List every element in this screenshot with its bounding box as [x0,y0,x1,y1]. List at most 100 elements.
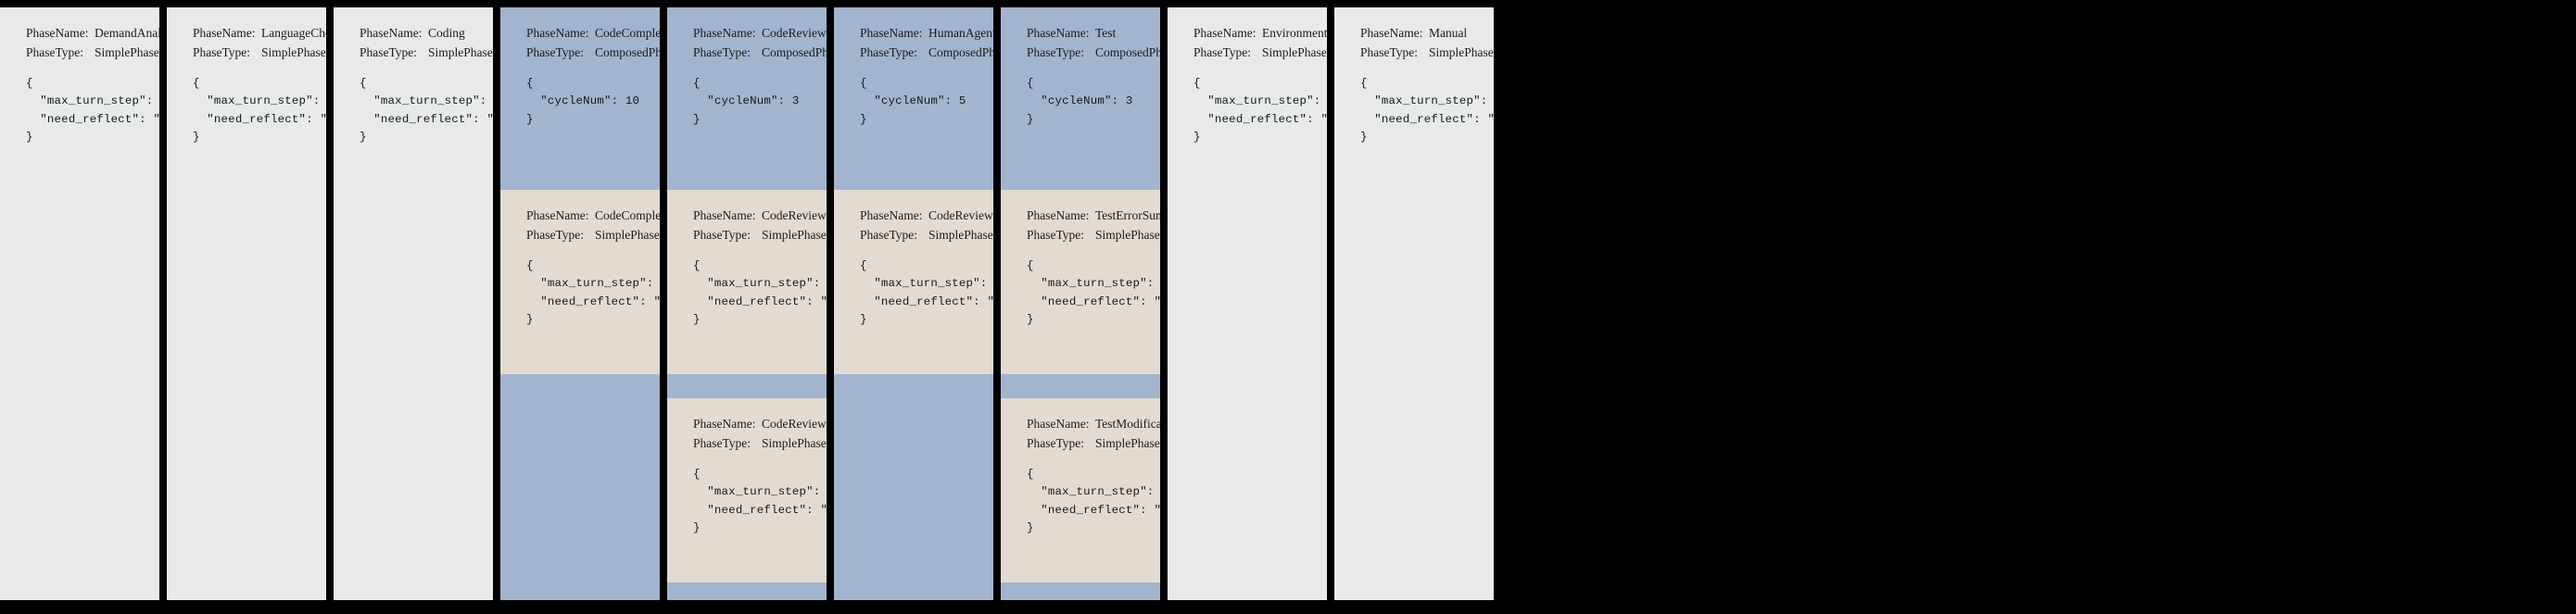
code-review-modification-phase-type-row: PhaseType: SimplePhase [693,434,827,454]
sub-phase-card-code-review-human[interactable]: PhaseName:CodeReviewHumanPhaseType:Simpl… [834,190,993,374]
config-line: } [693,313,701,327]
phase-header-demand-analysis: PhaseName:DemandAnalysisPhaseType:Simple… [0,7,159,197]
config-line: { [1027,259,1034,273]
sub-phase-card-code-review-comment[interactable]: PhaseName:CodeReviewCommentPhaseType:Sim… [667,190,827,374]
phase-card-human-agent-interaction[interactable]: PhaseName:HumanAgentInteractionPhaseType… [834,7,993,600]
code-review-modification-phase-type-value: SimplePhase [762,435,827,450]
code-review-comment-phase-name-row: PhaseName:CodeReviewComment [693,207,827,226]
phase-header-environment-doc: PhaseName: EnvironmentDocPhaseType:Simple… [1168,7,1327,197]
config-line: "max_turn_step": 1, [707,277,821,291]
human-agent-interaction-phase-name-value: HumanAgentInteraction [928,26,993,40]
config-line: } [1027,112,1034,126]
test-error-summary-phase-type-row: PhaseType: SimplePhase [1027,226,1160,245]
coding-config-json: { "max_turn_step": 1, "need_reflect": "F… [360,75,493,146]
test-phase-type-label: PhaseType: [1027,44,1085,59]
coding-phase-type-label: PhaseType: [360,44,418,59]
config-line: "need_reflect": "True" [40,112,159,126]
demand-analysis-phase-type-row: PhaseType:SimplePhase [26,44,159,63]
code-complete-phase-name-label: PhaseName: [526,208,589,222]
test-modification-phase-name-label: PhaseName: [1027,417,1090,431]
config-line: "max_turn_step": 1, [540,277,654,291]
code-review-modification-config-json: { "max_turn_step": 1, "need_reflect": "F… [693,466,827,537]
config-line: } [1360,131,1368,144]
config-line: "need_reflect": "True" [207,112,326,126]
code-review-phase-type-value: ComposedPhase [762,44,827,59]
environment-doc-config-json: { "max_turn_step": 1, "need_reflect": "T… [1193,75,1327,146]
test-error-summary-phase-type-label: PhaseType: [1027,227,1085,242]
phase-card-code-complete-all[interactable]: PhaseName:CodeCompleteAllPhaseType:Compo… [500,7,660,600]
config-line: } [26,131,33,144]
code-review-modification-phase-type-label: PhaseType: [693,435,751,450]
human-agent-interaction-phase-type-row: PhaseType: ComposedPhase [860,44,993,63]
code-complete-phase-type-value: SimplePhase [595,227,660,242]
config-line: { [526,259,534,273]
code-complete-all-phase-type-label: PhaseType: [526,44,585,59]
demand-analysis-phase-name-label: PhaseName: [26,26,89,40]
config-line: "need_reflect": "False" [540,294,660,308]
coding-phase-name-row: PhaseName: Coding [360,24,493,44]
code-complete-phase-type-label: PhaseType: [526,227,585,242]
sub-phase-card-test-error-summary[interactable]: PhaseName: TestErrorSummaryPhaseType: Simp… [1001,190,1160,374]
sub-phase-divider [1001,374,1160,398]
sub-phase-card-code-complete[interactable]: PhaseName: CodeCompletePhaseType: SimplePh… [500,190,660,374]
code-complete-all-phase-name-row: PhaseName:CodeCompleteAll [526,24,660,44]
language-choose-phase-type-value: SimplePhase [261,44,326,59]
code-review-phase-name-label: PhaseName: [693,26,756,40]
code-review-phase-name-row: PhaseName:CodeReview [693,24,827,44]
config-line: } [693,521,701,535]
test-error-summary-phase-name-row: PhaseName: TestErrorSummary [1027,207,1160,226]
test-phase-type-value: ComposedPhase [1095,44,1160,59]
test-phase-name-label: PhaseName: [1027,26,1090,40]
environment-doc-phase-type-row: PhaseType:SimplePhase [1193,44,1327,63]
code-complete-all-config-json: { "cycleNum": 10} [526,75,660,129]
test-modification-phase-name-row: PhaseName:TestModification [1027,415,1160,434]
config-line: "max_turn_step": 1, [1374,94,1488,108]
coding-phase-name-value: Coding [428,26,465,40]
test-modification-phase-type-value: SimplePhase [1095,435,1160,450]
code-complete-all-phase-type-value: ComposedPhase [595,44,660,59]
code-review-human-config-json: { "max_turn_step": 1, "need_reflect": "F… [860,257,993,329]
config-line: "cycleNum": 5 [860,94,966,108]
code-complete-all-phase-type-row: PhaseType: ComposedPhase [526,44,660,63]
environment-doc-phase-name-label: PhaseName: [1193,26,1256,40]
config-line: } [860,112,867,126]
test-phase-name-value: Test [1095,26,1117,40]
human-agent-interaction-phase-type-value: ComposedPhase [928,44,993,59]
code-complete-config-json: { "max_turn_step": 1, "need_reflect": "F… [526,257,660,329]
phase-header-language-choose: PhaseName:LanguageChoosePhaseType:Simple… [167,7,326,197]
test-error-summary-phase-type-value: SimplePhase [1095,227,1160,242]
human-agent-interaction-phase-type-label: PhaseType: [860,44,918,59]
demand-analysis-config-json: { "max_turn_step": -1, "need_reflect": "… [26,75,159,146]
code-complete-all-phase-name-value: CodeCompleteAll [595,26,660,40]
code-review-comment-phase-type-label: PhaseType: [693,227,751,242]
config-line: "need_reflect": "False" [707,294,827,308]
test-error-summary-phase-name-value: TestErrorSummary [1095,208,1160,222]
coding-phase-type-value: SimplePhase [428,44,493,59]
config-line: "max_turn_step": 1, [874,277,988,291]
code-complete-phase-name-value: CodeComplete [595,208,660,222]
sub-phase-card-test-modification[interactable]: PhaseName:TestModificationPhaseType: Simp… [1001,398,1160,583]
test-modification-phase-type-label: PhaseType: [1027,435,1085,450]
test-error-summary-phase-name-label: PhaseName: [1027,208,1090,222]
config-line: "need_reflect": "False" [874,294,993,308]
phase-card-demand-analysis[interactable]: PhaseName:DemandAnalysisPhaseType:Simple… [0,7,159,600]
config-line: { [860,77,867,91]
phase-card-language-choose[interactable]: PhaseName:LanguageChoosePhaseType:Simple… [167,7,326,600]
coding-phase-type-row: PhaseType: SimplePhase [360,44,493,63]
code-review-human-phase-type-value: SimplePhase [928,227,993,242]
environment-doc-phase-name-value: EnvironmentDoc [1262,26,1327,40]
config-line: "need_reflect": "False" [373,112,493,126]
coding-phase-name-label: PhaseName: [360,26,423,40]
config-line: } [360,131,367,144]
config-line: { [193,77,200,91]
sub-phase-card-code-review-modification[interactable]: PhaseName:CodeReviewModificationPhaseTyp… [667,398,827,583]
phase-card-environment-doc[interactable]: PhaseName: EnvironmentDocPhaseType:Simple… [1168,7,1327,600]
language-choose-phase-name-label: PhaseName: [193,26,256,40]
language-choose-phase-type-label: PhaseType: [193,44,251,59]
